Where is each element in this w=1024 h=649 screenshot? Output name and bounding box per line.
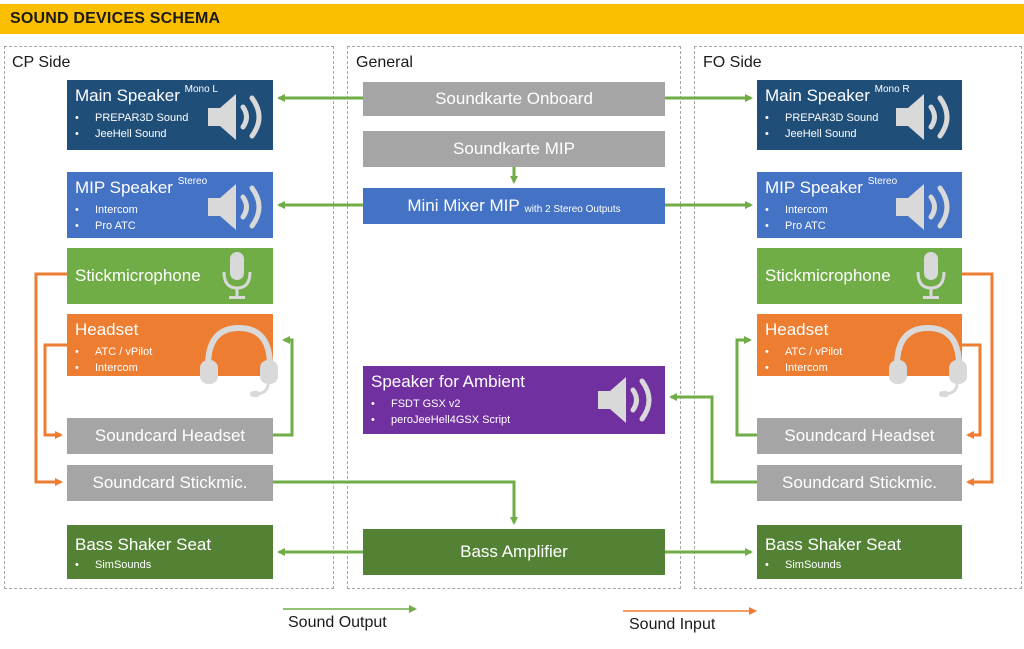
soundkarte-mip-box: Soundkarte MIP: [363, 131, 665, 167]
cp-mip-speaker-box: MIP Speaker Stereo Intercom Pro ATC: [67, 172, 273, 238]
cp-bass-shaker-title: Bass Shaker Seat: [75, 535, 212, 554]
speaker-icon: [896, 184, 950, 230]
general-panel: [347, 46, 681, 589]
cp-stickmicrophone-title: Stickmicrophone: [75, 266, 201, 285]
arrow-cp-soundcard-to-headset: [273, 336, 294, 437]
cp-main-speaker-box: Main Speaker Mono L PREPAR3D Sound JeeHe…: [67, 80, 273, 150]
arrow-fo-soundcard-to-headset: [735, 336, 757, 437]
fo-side-title: FO Side: [703, 54, 762, 71]
microphone-icon: [916, 252, 946, 299]
fo-soundcard-stickmic-label: Soundcard Stickmic.: [782, 473, 937, 492]
speaker-icon: [208, 184, 262, 230]
cp-bass-shaker-item: SimSounds: [75, 557, 151, 573]
cp-headset-item: ATC / vPilot: [75, 344, 152, 360]
general-title: General: [356, 54, 413, 71]
fo-soundcard-stickmic-box: Soundcard Stickmic.: [757, 465, 962, 501]
cp-main-speaker-title: Main Speaker Mono L: [75, 84, 218, 105]
arrow-fo-stickmic-to-ambient: [669, 393, 757, 484]
bass-amplifier-label: Bass Amplifier: [460, 542, 568, 561]
cp-stickmicrophone-box: Stickmicrophone: [67, 248, 273, 304]
cp-soundcard-stickmic-label: Soundcard Stickmic.: [92, 473, 248, 492]
fo-soundcard-headset-box: Soundcard Headset: [757, 418, 962, 454]
ambient-speaker-box: Speaker for Ambient FSDT GSX v2 peroJeeH…: [363, 366, 665, 434]
legend-output-label: Sound Output: [288, 614, 387, 631]
diagram-title: SOUND DEVICES SCHEMA: [10, 10, 221, 27]
fo-mip-speaker-box: MIP Speaker Stereo Intercom Pro ATC: [757, 172, 962, 238]
arrow-fo-stickmic-input: [962, 272, 994, 486]
fo-main-speaker-title: Main Speaker Mono R: [765, 84, 910, 105]
cp-headset-box: Headset ATC / vPilot Intercom: [67, 314, 273, 376]
soundkarte-mip-label: Soundkarte MIP: [453, 139, 575, 158]
mini-mixer-title: Mini Mixer MIP: [407, 196, 520, 215]
fo-bass-shaker-box: Bass Shaker Seat SimSounds: [757, 525, 962, 579]
fo-stickmicrophone-box: Stickmicrophone: [757, 248, 962, 304]
cp-soundcard-stickmic-box: Soundcard Stickmic.: [67, 465, 273, 501]
soundkarte-onboard-box: Soundkarte Onboard: [363, 82, 665, 116]
ambient-speaker-item: peroJeeHell4GSX Script: [371, 412, 510, 428]
fo-headset-item: Intercom: [765, 360, 842, 376]
cp-mip-speaker-item: Pro ATC: [75, 218, 138, 234]
speaker-icon: [598, 377, 652, 423]
fo-mip-speaker-title: MIP Speaker Stereo: [765, 176, 898, 197]
fo-side-panel: [694, 46, 1022, 589]
fo-stickmicrophone-title: Stickmicrophone: [765, 266, 891, 285]
fo-bass-shaker-title: Bass Shaker Seat: [765, 535, 902, 554]
cp-soundcard-headset-box: Soundcard Headset: [67, 418, 273, 454]
arrow-cp-headset-input: [43, 343, 67, 439]
fo-bass-shaker-item: SimSounds: [765, 557, 841, 573]
fo-headset-title: Headset: [765, 320, 829, 339]
ambient-speaker-title: Speaker for Ambient: [371, 372, 526, 391]
fo-mip-speaker-item: Pro ATC: [765, 218, 828, 234]
mini-mixer-suffix: with 2 Stereo Outputs: [524, 203, 621, 215]
cp-headset-title: Headset: [75, 320, 139, 339]
fo-headset-item: ATC / vPilot: [765, 344, 842, 360]
cp-bass-shaker-box: Bass Shaker Seat SimSounds: [67, 525, 273, 579]
fo-headset-box: Headset ATC / vPilot Intercom: [757, 314, 962, 376]
fo-main-speaker-box: Main Speaker Mono R PREPAR3D Sound JeeHe…: [757, 80, 962, 150]
bass-amplifier-box: Bass Amplifier: [363, 529, 665, 575]
legend-input-label: Sound Input: [629, 616, 716, 633]
title-banner: SOUND DEVICES SCHEMA: [0, 4, 1024, 34]
cp-main-speaker-item: JeeHell Sound: [75, 126, 188, 142]
fo-mip-speaker-item: Intercom: [765, 202, 828, 218]
headset-icon: [889, 324, 967, 397]
cp-mip-speaker-item: Intercom: [75, 202, 138, 218]
microphone-icon: [222, 252, 252, 299]
cp-soundcard-headset-label: Soundcard Headset: [94, 426, 246, 445]
speaker-icon: [208, 94, 262, 140]
arrow-fo-headset-input: [962, 343, 982, 439]
fo-main-speaker-item: PREPAR3D Sound: [765, 110, 878, 126]
arrow-cp-stickmic-to-amplifier: [273, 480, 518, 525]
fo-soundcard-headset-label: Soundcard Headset: [784, 426, 935, 445]
fo-main-speaker-item: JeeHell Sound: [765, 126, 878, 142]
cp-side-panel: [4, 46, 334, 589]
mini-mixer-box: Mini Mixer MIP with 2 Stereo Outputs: [363, 188, 665, 224]
arrow-cp-stickmic-input: [34, 272, 67, 486]
soundkarte-onboard-label: Soundkarte Onboard: [435, 89, 593, 108]
speaker-icon: [896, 94, 950, 140]
cp-side-title: CP Side: [12, 54, 71, 71]
ambient-speaker-item: FSDT GSX v2: [371, 396, 510, 412]
cp-mip-speaker-title: MIP Speaker Stereo: [75, 176, 208, 197]
cp-main-speaker-item: PREPAR3D Sound: [75, 110, 188, 126]
headset-icon: [200, 324, 278, 397]
cp-headset-item: Intercom: [75, 360, 152, 376]
